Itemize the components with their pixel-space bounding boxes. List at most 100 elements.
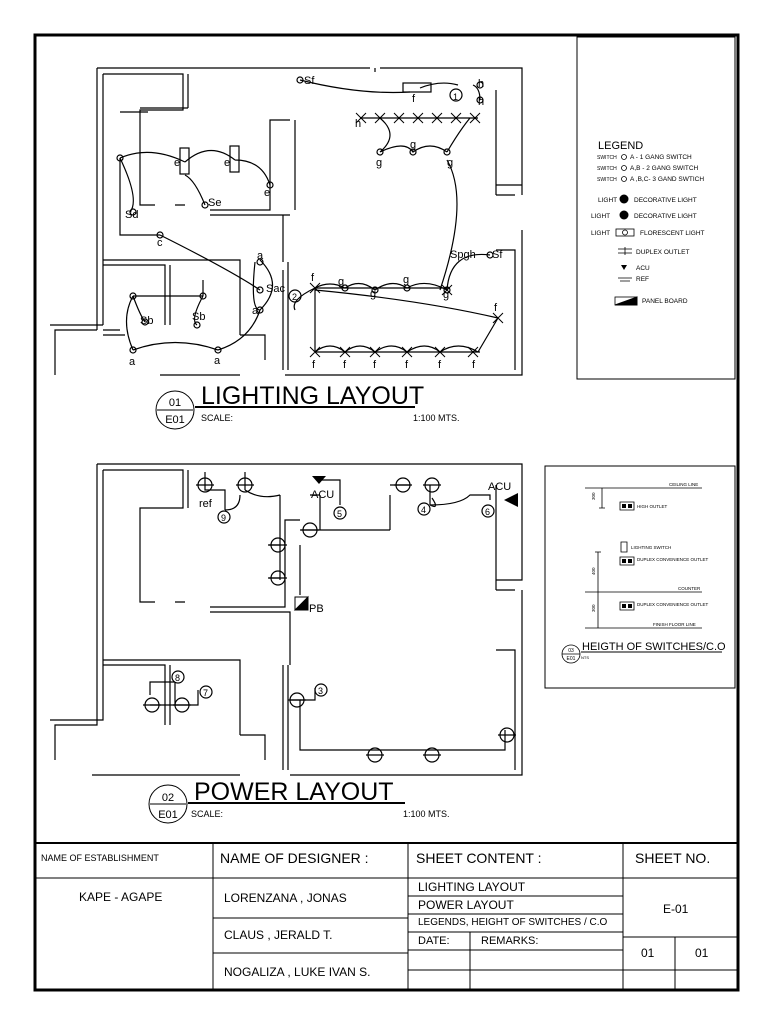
lighting-wire-mid bbox=[119, 158, 491, 291]
label-sf: Sf bbox=[304, 75, 315, 87]
duplex-outlet-label-2: DUPLEX CONVENIENCE OUTLET bbox=[637, 602, 709, 607]
circuit-number-9: 9 bbox=[221, 513, 226, 523]
circuit-marker-2 bbox=[288, 289, 302, 303]
legend-item-5: DECORATIVE LIGHT bbox=[634, 213, 697, 220]
panel-board-icon bbox=[614, 296, 638, 306]
establishment-header: NAME OF ESTABLISHMENT bbox=[41, 853, 159, 863]
label-h: h bbox=[478, 96, 484, 108]
label-e: e bbox=[174, 157, 180, 169]
label-g: g bbox=[410, 139, 416, 151]
lighting-sheet-ref: E01 bbox=[165, 414, 185, 426]
heights-detail-no: 03 bbox=[568, 648, 574, 654]
label-f: f bbox=[472, 359, 476, 371]
heights-note: NTS bbox=[581, 655, 589, 660]
svg-text:SWITCH: SWITCH bbox=[597, 166, 617, 172]
label-sb: Sb bbox=[192, 311, 205, 323]
ceiling-line-label: CEILING LINE bbox=[669, 482, 698, 487]
lighting-wire-fixtures-mid bbox=[314, 282, 448, 291]
label-a: a bbox=[214, 355, 221, 367]
legend-panel: LEGEND SWITCH SWITCH SWITCH LIGHT LIGHT … bbox=[576, 36, 736, 380]
label-c: c bbox=[157, 237, 163, 249]
power-sheet-ref: E01 bbox=[158, 809, 178, 821]
power-exterior-walls bbox=[54, 463, 523, 776]
label-a: a bbox=[257, 250, 264, 262]
label-sf: Sf bbox=[492, 249, 503, 261]
dim-label-3: 300 bbox=[591, 604, 596, 612]
power-layout-plan bbox=[50, 463, 523, 776]
sheet-content-3: LEGENDS, HEIGHT OF SWITCHES / C.O bbox=[418, 917, 608, 928]
lighting-switch-label: LIGHTING SWITCH bbox=[631, 545, 671, 550]
switch-heights-detail: CEILING LINE HIGH OUTLET LIGHTING SWITCH… bbox=[544, 465, 736, 689]
power-interior-walls-2 bbox=[103, 485, 516, 770]
svg-text:LIGHT: LIGHT bbox=[591, 230, 610, 237]
lighting-labels: Sf f h h h 1 g g g e e e Sd Se c a Sac a… bbox=[125, 75, 503, 371]
sheet-index: 01 bbox=[641, 946, 655, 960]
high-outlet-label: HIGH OUTLET bbox=[637, 504, 668, 509]
lighting-wire-fixtures-bottom bbox=[293, 287, 499, 353]
decorative-light-row bbox=[309, 112, 504, 358]
content-header: SHEET CONTENT : bbox=[416, 850, 542, 866]
circuit-number-8: 8 bbox=[175, 673, 180, 683]
label-g: g bbox=[443, 289, 449, 301]
label-sb: Sb bbox=[140, 315, 153, 327]
power-detail-no: 02 bbox=[162, 792, 174, 804]
label-spgh: Spgh bbox=[450, 249, 476, 261]
label-g: g bbox=[338, 276, 344, 288]
duplex-outlets bbox=[143, 477, 516, 763]
label-f: f bbox=[405, 359, 409, 371]
circuit-number-6: 6 bbox=[485, 507, 490, 517]
lighting-wire-left-top bbox=[119, 149, 271, 213]
label-f: f bbox=[412, 93, 416, 105]
lighting-scale-label: SCALE: bbox=[201, 413, 233, 423]
decorative-light-icon bbox=[619, 194, 629, 204]
lighting-wire-top bbox=[299, 79, 481, 101]
label-h: h bbox=[478, 78, 484, 90]
label-f: f bbox=[311, 272, 315, 284]
power-labels: ref ACU ACU PB 9 5 4 6 8 7 3 bbox=[175, 481, 511, 698]
circuit-number-3: 3 bbox=[318, 686, 323, 696]
lighting-scale-value: 1:100 MTS. bbox=[413, 413, 460, 423]
legend-item-7: DUPLEX OUTLET bbox=[636, 249, 689, 256]
circuit-number-1: 1 bbox=[453, 92, 458, 102]
label-f: f bbox=[438, 359, 442, 371]
legend-item-8: ACU bbox=[636, 265, 650, 272]
designer-2: CLAUS , JERALD T. bbox=[224, 928, 333, 942]
sheet-content-2: POWER LAYOUT bbox=[418, 898, 514, 912]
heights-title: HEIGTH OF SWITCHES/C.O bbox=[582, 641, 726, 653]
label-g: g bbox=[447, 157, 453, 169]
legend-item-6: FLORESCENT LIGHT bbox=[640, 230, 705, 237]
lighting-layout-title: LIGHTING LAYOUT bbox=[201, 382, 424, 410]
sheet-number: E-01 bbox=[663, 902, 689, 916]
fluorescent-light-icon bbox=[179, 147, 190, 175]
svg-text:LIGHT: LIGHT bbox=[598, 197, 617, 204]
power-scale-value: 1:100 MTS. bbox=[403, 809, 450, 819]
sheet-border bbox=[33, 33, 740, 992]
panel-board-icon bbox=[293, 595, 309, 611]
counter-label: COUNTER bbox=[678, 586, 701, 591]
power-wiring-mid bbox=[300, 688, 316, 701]
sheet-total: 01 bbox=[695, 946, 709, 960]
label-a: a bbox=[252, 305, 259, 317]
svg-text:SWITCH: SWITCH bbox=[597, 177, 617, 183]
legend-item-3: A ,B,C- 3 GAND SWTICH bbox=[630, 176, 704, 183]
lighting-interior-walls-1 bbox=[50, 73, 184, 326]
acu-icon bbox=[504, 493, 518, 507]
legend-item-1: A - 1 GANG SWITCH bbox=[630, 154, 692, 161]
label-f: f bbox=[494, 302, 498, 314]
duplex-outlet-label: DUPLEX CONVENIENCE OUTLET bbox=[637, 557, 709, 562]
label-se: Se bbox=[208, 197, 221, 209]
label-acu: ACU bbox=[488, 481, 511, 493]
sheet-no-header: SHEET NO. bbox=[635, 850, 711, 866]
heights-sheet-ref: E01 bbox=[567, 656, 576, 662]
lighting-wire-fixtures-top bbox=[360, 117, 478, 153]
legend-title: LEGEND bbox=[598, 140, 643, 152]
label-a: a bbox=[129, 356, 136, 368]
acu-icon bbox=[621, 265, 627, 270]
power-scale-label: SCALE: bbox=[191, 809, 223, 819]
designer-header: NAME OF DESIGNER : bbox=[220, 850, 369, 866]
date-label: DATE: bbox=[418, 935, 450, 947]
lighting-title-block: 01 E01 LIGHTING LAYOUT SCALE: 1:100 MTS. bbox=[155, 382, 460, 430]
designer-1: LORENZANA , JONAS bbox=[224, 891, 347, 905]
